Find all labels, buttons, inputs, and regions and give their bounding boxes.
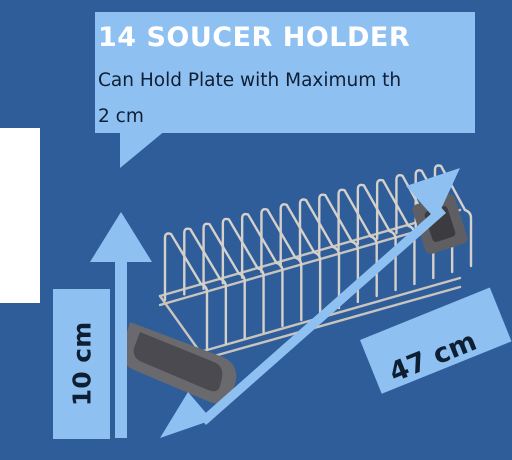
height-dimension: 10 cm: [67, 321, 97, 407]
rack-divider-wire: [163, 232, 209, 352]
capacity-text: Can Hold Plate with Maximum th: [98, 70, 402, 91]
callout-tail: [120, 130, 166, 168]
rack-divider-wire: [433, 164, 473, 268]
height-label-box: [53, 289, 110, 439]
rack-wires: [163, 164, 473, 352]
rack-divider-wire: [202, 222, 246, 340]
product-title: 14 SOUCER HOLDER: [98, 22, 411, 53]
saucer-rack-illustration: [90, 164, 473, 438]
rack-divider-wire: [183, 227, 228, 346]
capacity-value: 2 cm: [98, 106, 144, 127]
product-image: 14 SOUCER HOLDER Can Hold Plate with Max…: [0, 12, 512, 439]
double-headed-arrow-icon: [160, 168, 460, 438]
callout-box: [95, 12, 475, 133]
side-panel: [0, 128, 40, 303]
up-arrow-icon: [90, 212, 152, 438]
end-handle-near: [121, 322, 237, 404]
